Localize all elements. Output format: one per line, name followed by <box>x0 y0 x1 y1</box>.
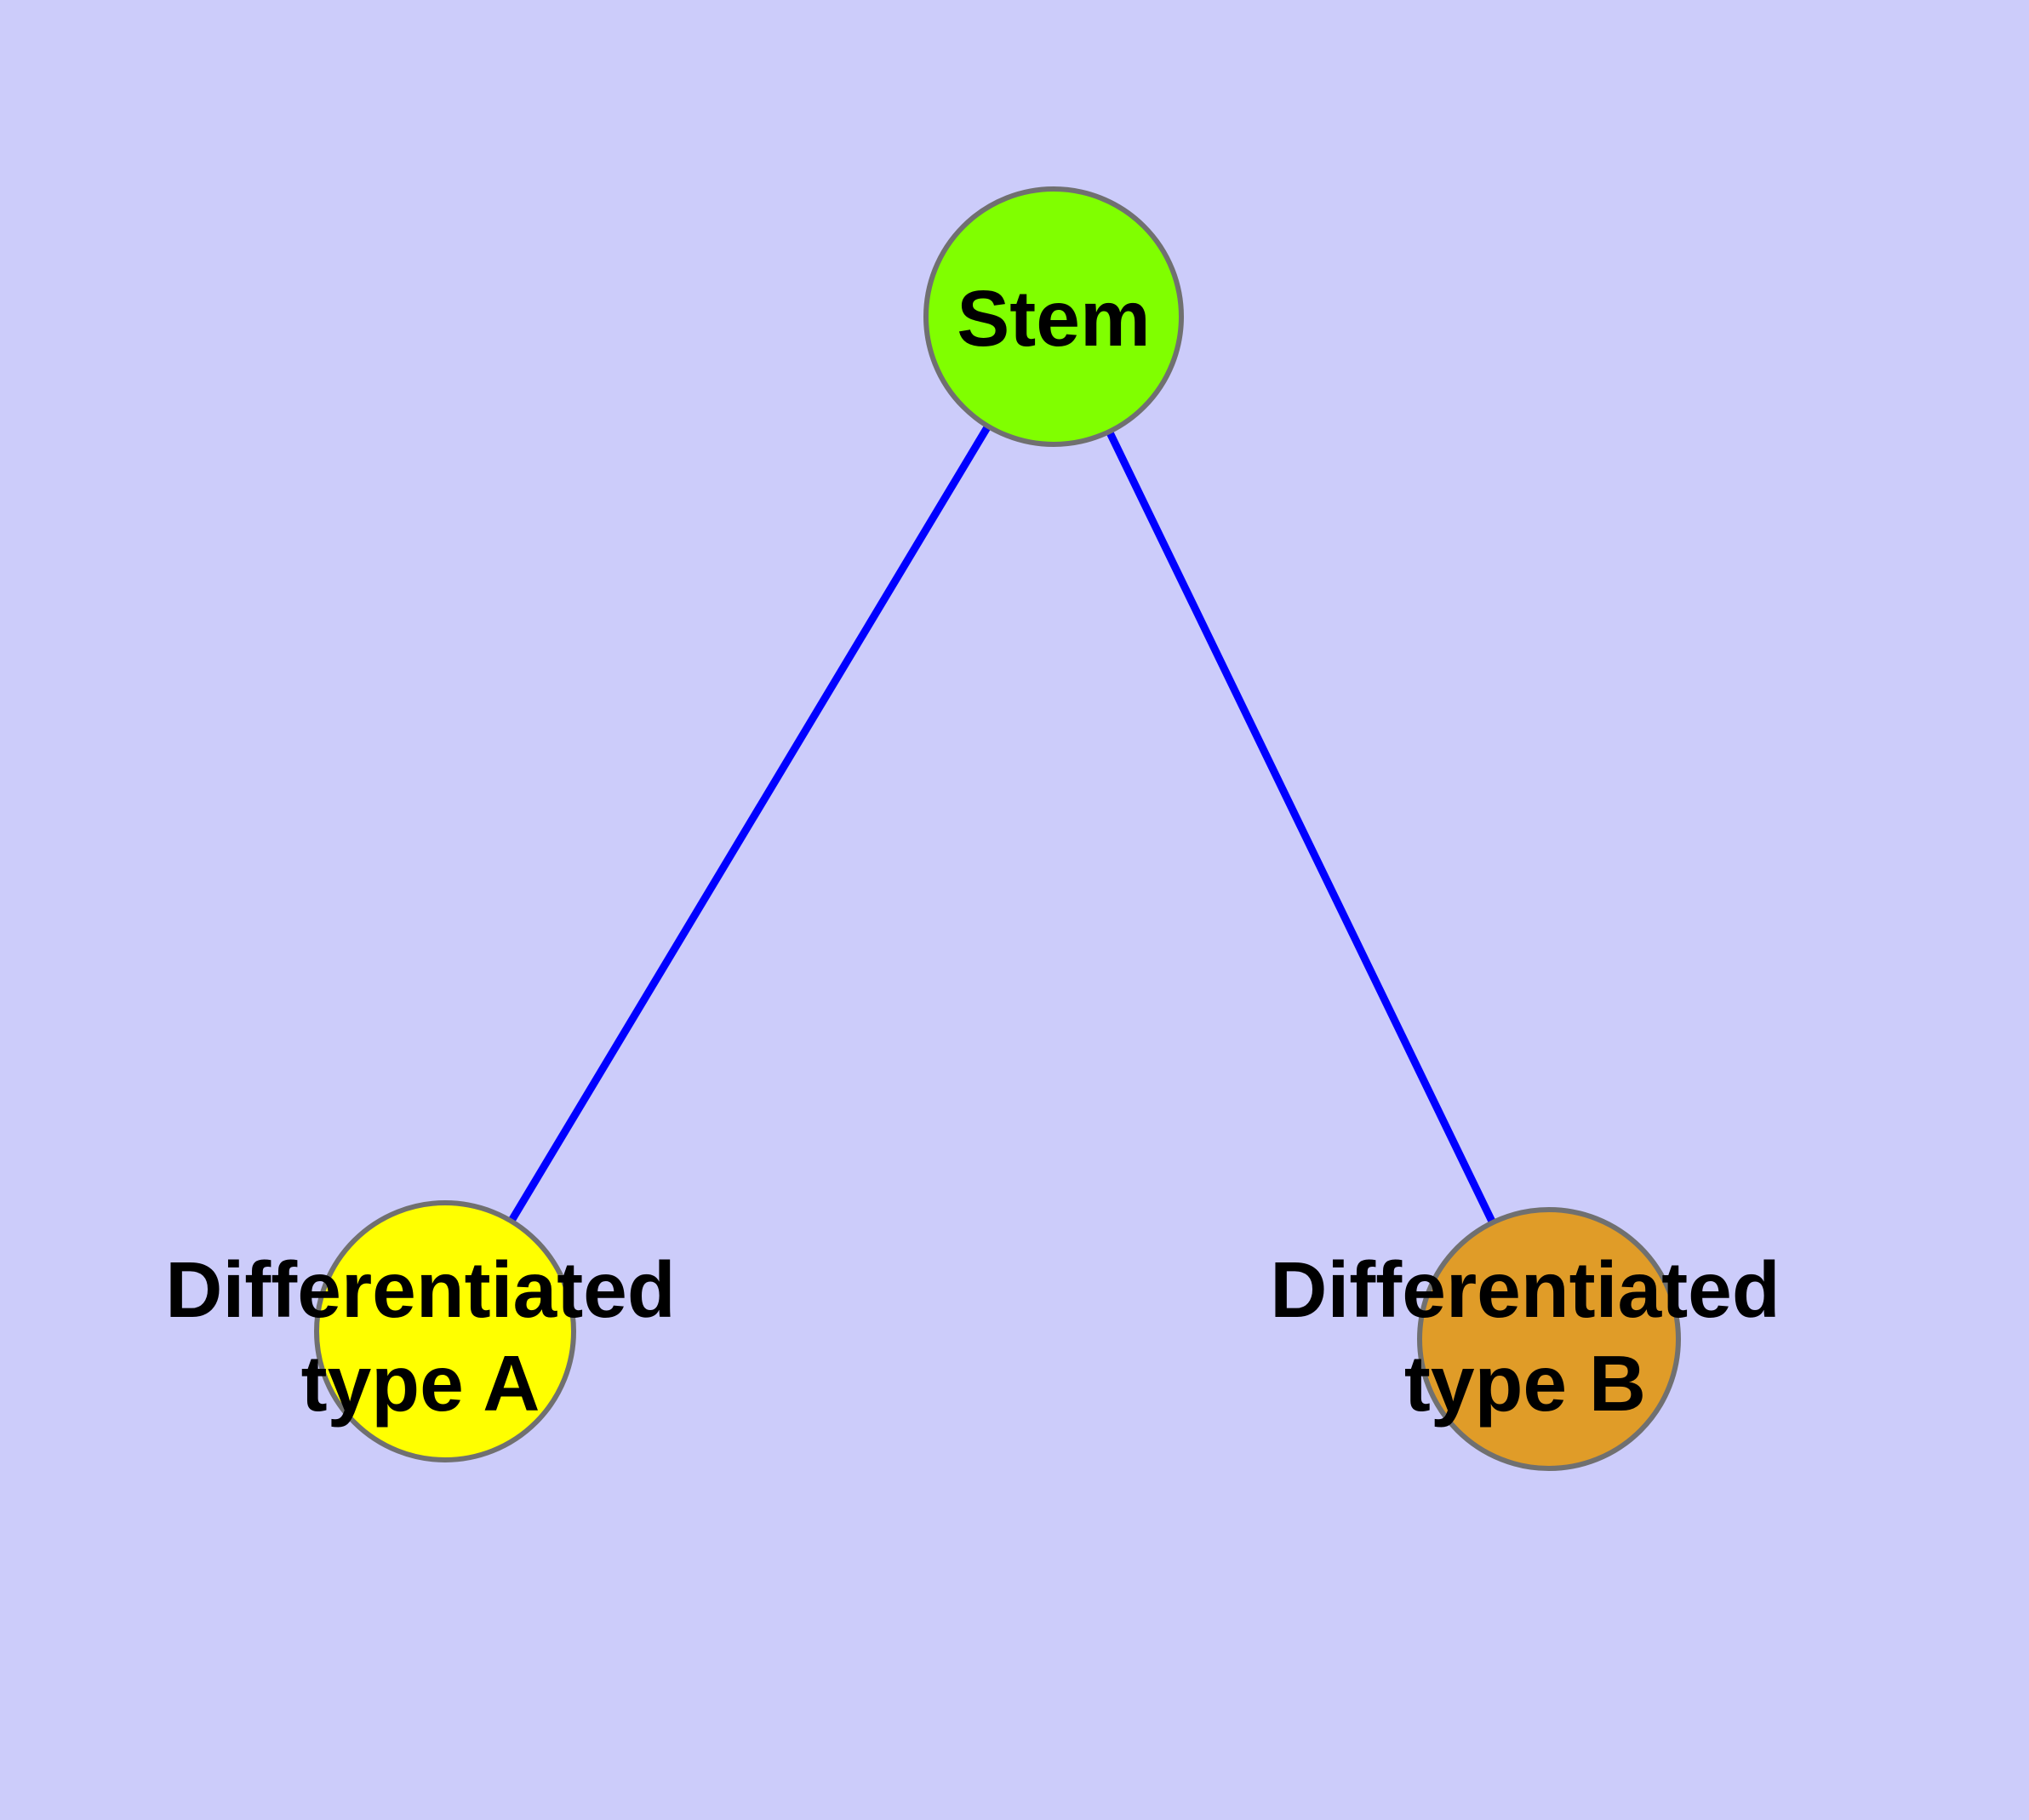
node-label-line: Stem <box>957 274 1150 363</box>
node-label-line: Differentiated <box>1270 1245 1780 1334</box>
edge-layer <box>442 314 1553 1341</box>
graph-edge-stem-to-diff_b[interactable] <box>1049 315 1553 1341</box>
node-label-line: type A <box>301 1339 540 1428</box>
graph-edge-stem-to-diff_a[interactable] <box>442 314 1057 1334</box>
graph-node-stem[interactable] <box>923 186 1184 447</box>
node-label-line: Differentiated <box>165 1245 675 1334</box>
node-label-line: type B <box>1404 1339 1646 1428</box>
graph-node-diff_b[interactable] <box>1417 1207 1681 1471</box>
node-label-stem: Stem <box>957 274 1150 363</box>
graph-node-diff_a[interactable] <box>314 1200 576 1462</box>
node-layer <box>314 186 1681 1471</box>
